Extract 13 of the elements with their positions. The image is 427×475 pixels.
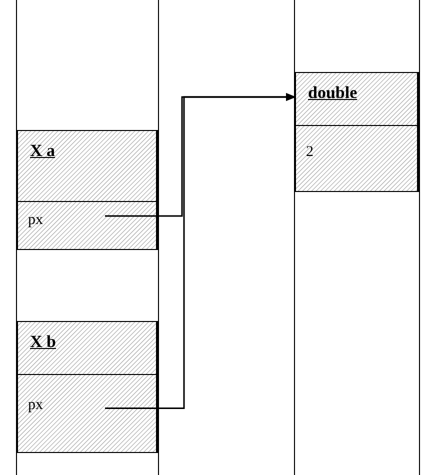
pointer-arrow (105, 93, 296, 409)
field-row (18, 374, 156, 452)
object-name: X b (30, 332, 56, 352)
field-label: px (28, 212, 43, 229)
field-row (296, 125, 417, 191)
object-box (17, 321, 158, 453)
field-label: 2 (306, 144, 314, 161)
object-box (295, 72, 419, 192)
field-row (18, 201, 156, 249)
object-box (17, 130, 158, 250)
object-name: X a (30, 141, 56, 161)
object-name: double (308, 83, 358, 103)
field-label: px (28, 397, 43, 414)
